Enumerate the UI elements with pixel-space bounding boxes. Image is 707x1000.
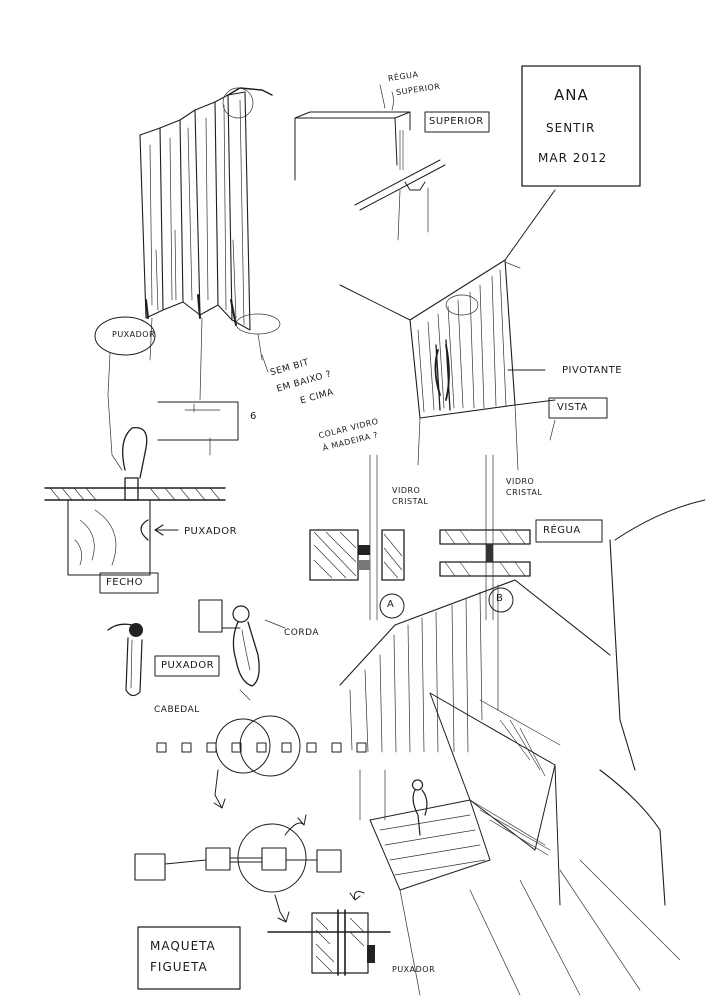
label-vidro-b-2: CRISTAL bbox=[506, 488, 543, 497]
label-fecho: FECHO bbox=[106, 577, 143, 588]
pivoting-panels-sketch bbox=[339, 189, 556, 471]
label-puxador-top: PUXADOR bbox=[112, 330, 156, 339]
hinge-row-sketch bbox=[156, 715, 367, 809]
door-section-sketch bbox=[267, 891, 391, 976]
title-author: ANA bbox=[554, 86, 589, 104]
label-puxador-mid: PUXADOR bbox=[184, 526, 238, 537]
label-cabedal: CABEDAL bbox=[154, 705, 200, 715]
label-corda: CORDA bbox=[284, 628, 320, 638]
label-puxador-bottom: PUXADOR bbox=[392, 965, 436, 974]
folded-panels-sketch bbox=[139, 87, 281, 401]
fecho-label-box bbox=[99, 572, 159, 594]
regua-label-box bbox=[535, 519, 603, 543]
label-puxador-box: PUXADOR bbox=[161, 660, 215, 671]
leader-lines bbox=[209, 354, 556, 701]
label-detail-b: B bbox=[496, 593, 504, 604]
label-maqueta-1: MAQUETA bbox=[150, 939, 216, 953]
vista-label-box bbox=[548, 397, 608, 419]
title-block-frame bbox=[521, 65, 641, 187]
bottom-plan-sketch bbox=[134, 814, 342, 923]
detail-a-section bbox=[309, 454, 405, 621]
label-number-6: 6 bbox=[250, 411, 257, 422]
label-pivotante: PIVOTANTE bbox=[562, 365, 623, 376]
detail-b-section bbox=[439, 454, 531, 621]
label-vidro-a-1: VIDRO bbox=[392, 486, 421, 495]
label-vidro-a-2: CRISTAL bbox=[392, 497, 429, 506]
label-detail-a: A bbox=[387, 599, 395, 610]
maqueta-label-box bbox=[137, 926, 241, 990]
label-vidro-b-1: VIDRO bbox=[506, 477, 535, 486]
handle-plan-sketch bbox=[157, 401, 239, 441]
fecho-section-sketch bbox=[44, 427, 226, 576]
puxador-label-box bbox=[154, 655, 220, 677]
puxador-bubble bbox=[94, 316, 156, 356]
puxador-leather-sketch bbox=[107, 599, 260, 697]
label-maqueta-2: FIGUETA bbox=[150, 960, 208, 974]
label-vista: VISTA bbox=[557, 402, 588, 413]
label-regua: RÉGUA bbox=[543, 525, 581, 536]
superior-label-box bbox=[424, 111, 490, 133]
regua-superior-sketch bbox=[294, 84, 446, 241]
title-date: MAR 2012 bbox=[538, 151, 608, 165]
interior-perspective-sketch bbox=[339, 499, 706, 996]
title-subtitle: SENTIR bbox=[546, 121, 596, 135]
label-superior: SUPERIOR bbox=[429, 116, 484, 127]
